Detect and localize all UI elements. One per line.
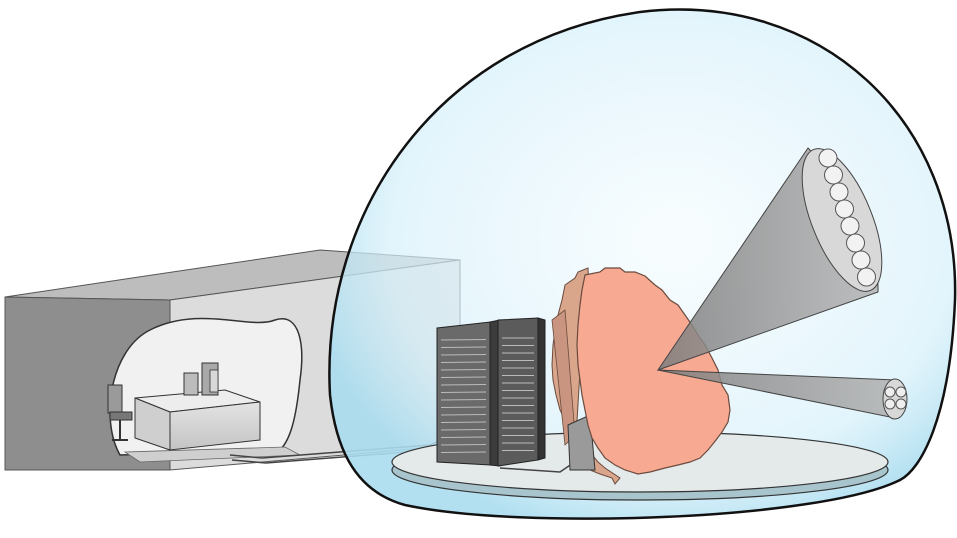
rack-panel-line (440, 429, 487, 431)
beam-element (840, 216, 860, 236)
rack-panel-line (440, 451, 487, 453)
phased-array-antenna (551, 267, 731, 485)
chair (107, 384, 123, 414)
operator-console (107, 362, 441, 464)
beam-element (818, 148, 838, 168)
radar-beams (656, 147, 908, 420)
rack-panel-line (440, 376, 487, 378)
rack-left (436, 321, 491, 466)
rack-panel-line (440, 421, 487, 423)
wide-beam-elements (818, 148, 876, 287)
rack-panel-line (440, 406, 487, 408)
beam-element (857, 267, 876, 287)
rack-right (497, 317, 539, 467)
rack-panel-line (440, 414, 487, 416)
equipment-racks (436, 317, 546, 467)
rack-panel-line (440, 361, 487, 363)
rack-panel-line (440, 391, 487, 393)
beam-element (895, 386, 907, 398)
beam-element (829, 182, 849, 202)
rack-panel-line (440, 399, 487, 401)
beam-element (884, 386, 896, 398)
beam-element (895, 398, 907, 410)
beam-element (884, 398, 896, 410)
beam-element (824, 165, 843, 185)
monitor (183, 372, 199, 396)
rack-panel-line (440, 354, 487, 356)
rack-panel-line (440, 436, 487, 438)
narrow-beam-aperture (882, 378, 908, 420)
rack-panel-line (440, 369, 487, 371)
rack-panel-line (440, 444, 487, 446)
beam-element (835, 199, 854, 219)
rack-panel-line (440, 384, 487, 386)
beam-element (846, 233, 865, 253)
rack-panel-line (440, 346, 487, 348)
rack-panels (440, 337, 534, 453)
beam-element (851, 250, 871, 270)
antenna-face (576, 267, 731, 475)
rack-panel-line (440, 339, 487, 341)
